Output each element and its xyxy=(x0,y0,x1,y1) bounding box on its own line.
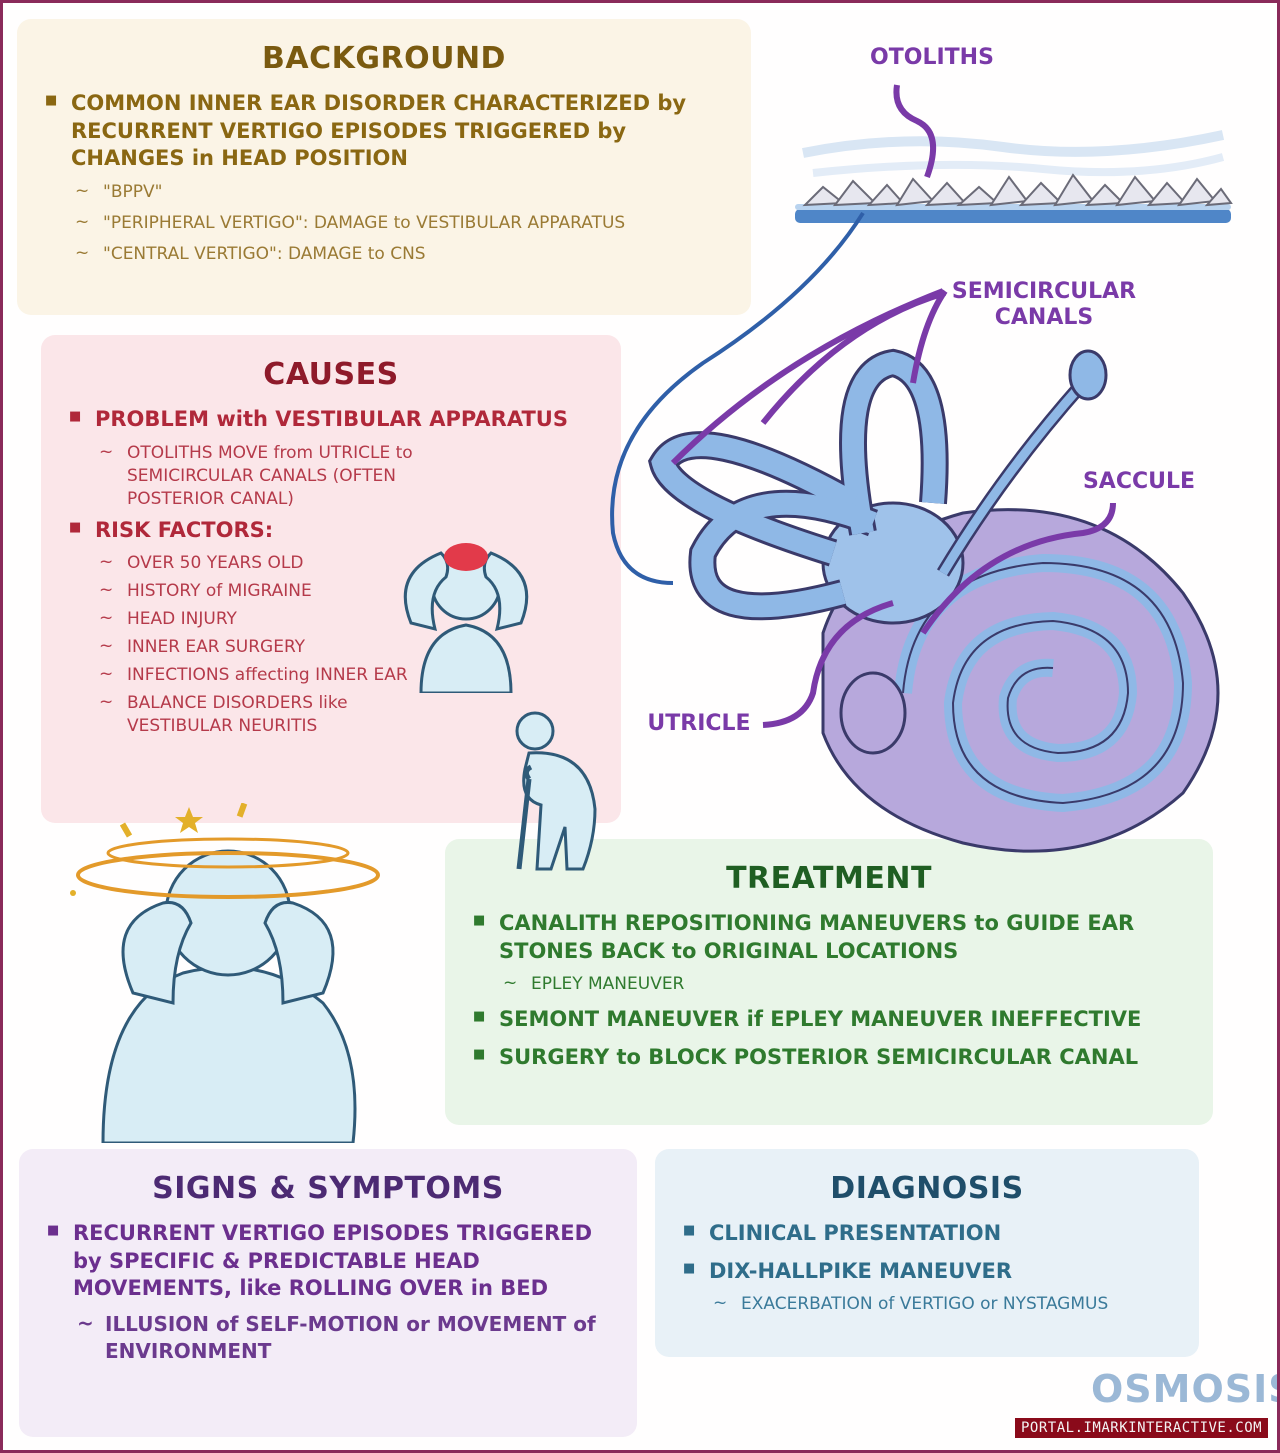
causes-title: CAUSES xyxy=(263,357,399,392)
background-panel: BACKGROUND COMMON INNER EAR DISORDER CHA… xyxy=(17,19,751,315)
background-main-text: COMMON INNER EAR DISORDER CHARACTERIZED … xyxy=(71,91,687,171)
headache-person-icon xyxy=(403,543,529,693)
label-otoliths: OTOLITHS xyxy=(870,45,994,70)
causes-bullet-1: PROBLEM with VESTIBULAR APPARATUS OTOLIT… xyxy=(67,406,595,511)
diagnosis-bullet-1: CLINICAL PRESENTATION xyxy=(681,1220,1173,1248)
treatment-title: TREATMENT xyxy=(726,861,932,896)
label-saccule: SACCULE xyxy=(1082,469,1196,494)
label-semicircular-canals: SEMICIRCULAR CANALS xyxy=(951,279,1137,331)
diagnosis-title: DIAGNOSIS xyxy=(830,1171,1024,1206)
label-utricle: UTRICLE xyxy=(647,711,751,736)
signs-bullet-1-sub: ILLUSION of SELF-MOTION or MOVEMENT of E… xyxy=(73,1310,611,1365)
treatment-bullet-3: SURGERY to BLOCK POSTERIOR SEMICIRCULAR … xyxy=(471,1044,1187,1072)
risk-factor-4: INNER EAR SURGERY xyxy=(95,635,425,659)
elderly-person-icon xyxy=(515,711,597,871)
risk-factor-6: BALANCE DISORDERS like VESTIBULAR NEURIT… xyxy=(95,691,425,738)
causes-bullet-2-text: RISK FACTORS: xyxy=(95,517,274,542)
risk-factor-5: INFECTIONS affecting INNER EAR xyxy=(95,663,425,687)
causes-bullet-1-text: PROBLEM with VESTIBULAR APPARATUS xyxy=(95,407,568,431)
signs-bullet-1: RECURRENT VERTIGO EPISODES TRIGGERED by … xyxy=(45,1220,611,1365)
diagnosis-bullet-2-sub: EXACERBATION of VERTIGO or NYSTAGMUS xyxy=(709,1292,1173,1316)
background-sub-1: "BPPV" xyxy=(71,180,725,204)
diagnosis-bullet-2: DIX-HALLPIKE MANEUVER EXACERBATION of VE… xyxy=(681,1258,1173,1317)
portal-watermark: PORTAL.IMARKINTERACTIVE.COM xyxy=(1015,1418,1269,1438)
diagnosis-panel: DIAGNOSIS CLINICAL PRESENTATION DIX-HALL… xyxy=(655,1149,1199,1357)
background-main-bullet: COMMON INNER EAR DISORDER CHARACTERIZED … xyxy=(43,90,725,266)
causes-bullet-2: RISK FACTORS: OVER 50 YEARS OLD HISTORY … xyxy=(67,517,595,738)
treatment-bullet-1-sub: EPLEY MANEUVER xyxy=(499,972,1187,996)
risk-factor-1: OVER 50 YEARS OLD xyxy=(95,551,425,575)
osmosis-logo: OSMOSIS xyxy=(1091,1367,1280,1411)
treatment-bullet-1-text: CANALITH REPOSITIONING MANEUVERS to GUID… xyxy=(499,911,1135,963)
inner-ear-illustration xyxy=(610,211,1220,853)
signs-panel: SIGNS & SYMPTOMS RECURRENT VERTIGO EPISO… xyxy=(19,1149,637,1437)
dizzy-person-figure xyxy=(70,803,380,1143)
risk-factor-2: HISTORY of MIGRAINE xyxy=(95,579,425,603)
signs-bullet-1-text: RECURRENT VERTIGO EPISODES TRIGGERED by … xyxy=(73,1221,593,1301)
background-title: BACKGROUND xyxy=(262,41,506,76)
otolith-pointer xyxy=(893,84,936,179)
background-sub-2: "PERIPHERAL VERTIGO": DAMAGE to VESTIBUL… xyxy=(71,211,725,235)
signs-title: SIGNS & SYMPTOMS xyxy=(152,1171,504,1206)
background-sub-3: "CENTRAL VERTIGO": DAMAGE to CNS xyxy=(71,242,725,266)
diagnosis-bullet-2-text: DIX-HALLPIKE MANEUVER xyxy=(709,1258,1013,1283)
risk-factor-3: HEAD INJURY xyxy=(95,607,425,631)
otolith-layer-illustration xyxy=(795,130,1233,223)
treatment-bullet-1: CANALITH REPOSITIONING MANEUVERS to GUID… xyxy=(471,910,1187,996)
treatment-panel: TREATMENT CANALITH REPOSITIONING MANEUVE… xyxy=(445,839,1213,1125)
causes-bullet-1-sub: OTOLITHS MOVE from UTRICLE to SEMICIRCUL… xyxy=(95,441,435,511)
treatment-bullet-2: SEMONT MANEUVER if EPLEY MANEUVER INEFFE… xyxy=(471,1006,1187,1034)
